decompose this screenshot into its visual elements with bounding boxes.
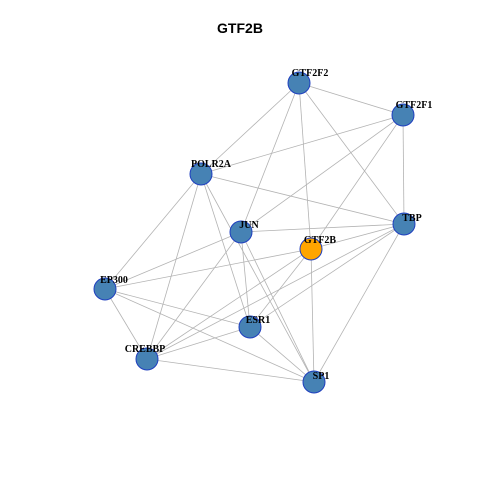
node-esr1[interactable]: ESR1 (238, 315, 270, 339)
edge-jun-esr1 (240, 231, 251, 328)
node-gtf2f1[interactable]: GTF2F1 (391, 100, 433, 127)
edge-gtf2f2-gtf2f1 (298, 82, 404, 116)
node-circle-tbp[interactable] (392, 212, 416, 236)
edge-tbp-sp1 (313, 223, 405, 383)
edge-polr2a-ep300 (104, 173, 202, 290)
node-circle-polr2a[interactable] (189, 162, 213, 186)
node-crebbp[interactable]: CREBBP (125, 344, 166, 371)
node-jun[interactable]: JUN (229, 220, 259, 244)
node-circle-sp1[interactable] (302, 370, 326, 394)
edge-ep300-crebbp (104, 288, 148, 360)
node-label-sp1: SP1 (313, 371, 330, 382)
node-circle-ep300[interactable] (93, 277, 117, 301)
edge-gtf2f2-tbp (298, 82, 405, 225)
edge-ep300-sp1 (104, 288, 315, 383)
edge-gtf2b-ep300 (104, 248, 312, 290)
node-circle-gtf2b[interactable] (299, 237, 323, 261)
node-label-gtf2b: GTF2B (304, 235, 337, 246)
edge-gtf2f1-jun (240, 114, 404, 233)
node-label-ep300: EP300 (100, 275, 128, 286)
edge-gtf2b-esr1 (249, 248, 312, 328)
edge-jun-tbp (240, 223, 405, 233)
node-circle-gtf2f2[interactable] (287, 71, 311, 95)
node-circle-gtf2f1[interactable] (391, 103, 415, 127)
edge-layer (104, 82, 405, 383)
node-polr2a[interactable]: POLR2A (189, 159, 232, 186)
edge-crebbp-sp1 (146, 358, 315, 383)
edge-gtf2b-tbp (310, 223, 405, 250)
edge-gtf2f2-polr2a (200, 82, 300, 175)
edge-gtf2b-sp1 (310, 248, 315, 383)
node-label-crebbp: CREBBP (125, 344, 166, 355)
node-sp1[interactable]: SP1 (302, 370, 330, 394)
node-circle-esr1[interactable] (238, 315, 262, 339)
node-label-esr1: ESR1 (246, 315, 270, 326)
edge-polr2a-sp1 (200, 173, 315, 383)
edge-gtf2f1-polr2a (200, 114, 404, 175)
node-label-tbp: TBP (402, 213, 421, 224)
node-label-gtf2f1: GTF2F1 (396, 100, 433, 111)
node-circle-jun[interactable] (229, 220, 253, 244)
node-label-polr2a: POLR2A (191, 159, 232, 170)
edge-gtf2f2-jun (240, 82, 300, 233)
node-label-jun: JUN (239, 220, 259, 231)
node-label-gtf2f2: GTF2F2 (292, 68, 329, 79)
edge-jun-sp1 (240, 231, 315, 383)
node-tbp[interactable]: TBP (392, 212, 422, 236)
node-gtf2f2[interactable]: GTF2F2 (287, 68, 329, 95)
node-ep300[interactable]: EP300 (93, 275, 128, 301)
edge-polr2a-esr1 (200, 173, 251, 328)
edge-polr2a-crebbp (146, 173, 202, 360)
edge-jun-crebbp (146, 231, 242, 360)
edge-gtf2f1-tbp (402, 114, 405, 225)
node-circle-crebbp[interactable] (135, 347, 159, 371)
edge-esr1-crebbp (146, 326, 251, 360)
edge-tbp-crebbp (146, 223, 405, 360)
edge-polr2a-tbp (200, 173, 405, 225)
graph-title: GTF2B (217, 20, 263, 36)
edge-ep300-esr1 (104, 288, 251, 328)
edge-tbp-esr1 (249, 223, 405, 328)
edge-gtf2f1-gtf2b (310, 114, 404, 250)
edge-esr1-sp1 (249, 326, 315, 383)
edge-gtf2f2-gtf2b (298, 82, 312, 250)
edge-jun-ep300 (104, 231, 242, 290)
edge-gtf2b-crebbp (146, 248, 312, 360)
node-gtf2b[interactable]: GTF2B (299, 235, 337, 261)
